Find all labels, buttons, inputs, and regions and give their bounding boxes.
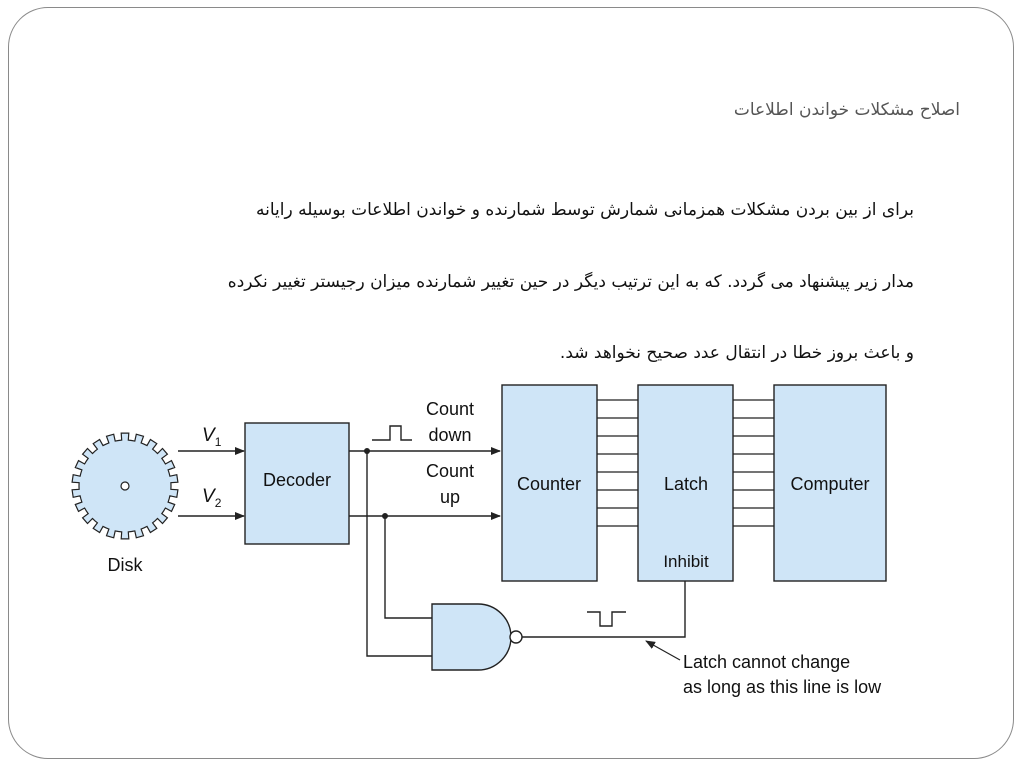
- v2-label: V2: [202, 486, 222, 510]
- note-line-2: as long as this line is low: [683, 677, 882, 697]
- latch-label: Latch: [664, 474, 708, 494]
- body-line-1: برای از بین بردن مشکلات همزمانی شمارش تو…: [256, 200, 914, 220]
- v1-label: V1: [202, 425, 222, 449]
- decoder-label: Decoder: [263, 470, 331, 490]
- nand-bubble: [509, 630, 523, 644]
- count-up-label-2: up: [440, 487, 460, 507]
- nand-gate: [431, 603, 512, 671]
- gate-input-wire-1: [384, 516, 432, 619]
- note-arrow: [645, 640, 681, 661]
- counter-label: Counter: [517, 474, 581, 494]
- decoder-block: [244, 422, 350, 545]
- count-down-label-1: Count: [426, 399, 474, 419]
- low-pulse-icon: [587, 611, 626, 627]
- inhibit-wire: [522, 581, 686, 638]
- inhibit-label: Inhibit: [663, 552, 709, 571]
- counter-block: [501, 384, 598, 582]
- count-up-label-1: Count: [426, 461, 474, 481]
- computer-label: Computer: [790, 474, 869, 494]
- note-line-1: Latch cannot change: [683, 652, 850, 672]
- disk-gear-icon: [71, 432, 179, 540]
- slide-frame: [8, 7, 1014, 759]
- counter-latch-bus: [597, 399, 638, 527]
- count-down-label-2: down: [428, 425, 471, 445]
- disk-label: Disk: [108, 555, 144, 575]
- body-line-3: و باعث بروز خطا در انتقال عدد صحیح نخواه…: [559, 343, 914, 363]
- latch-block: [637, 384, 734, 582]
- body-line-2: مدار زیر پیشنهاد می گردد. که به این ترتی…: [227, 272, 914, 292]
- latch-computer-bus: [733, 399, 774, 527]
- gate-input-wire-2: [366, 451, 432, 657]
- slide-title: اصلاح مشکلات خواندن اطلاعات: [733, 100, 960, 120]
- pulse-icon: [372, 425, 412, 441]
- computer-block: [773, 384, 887, 582]
